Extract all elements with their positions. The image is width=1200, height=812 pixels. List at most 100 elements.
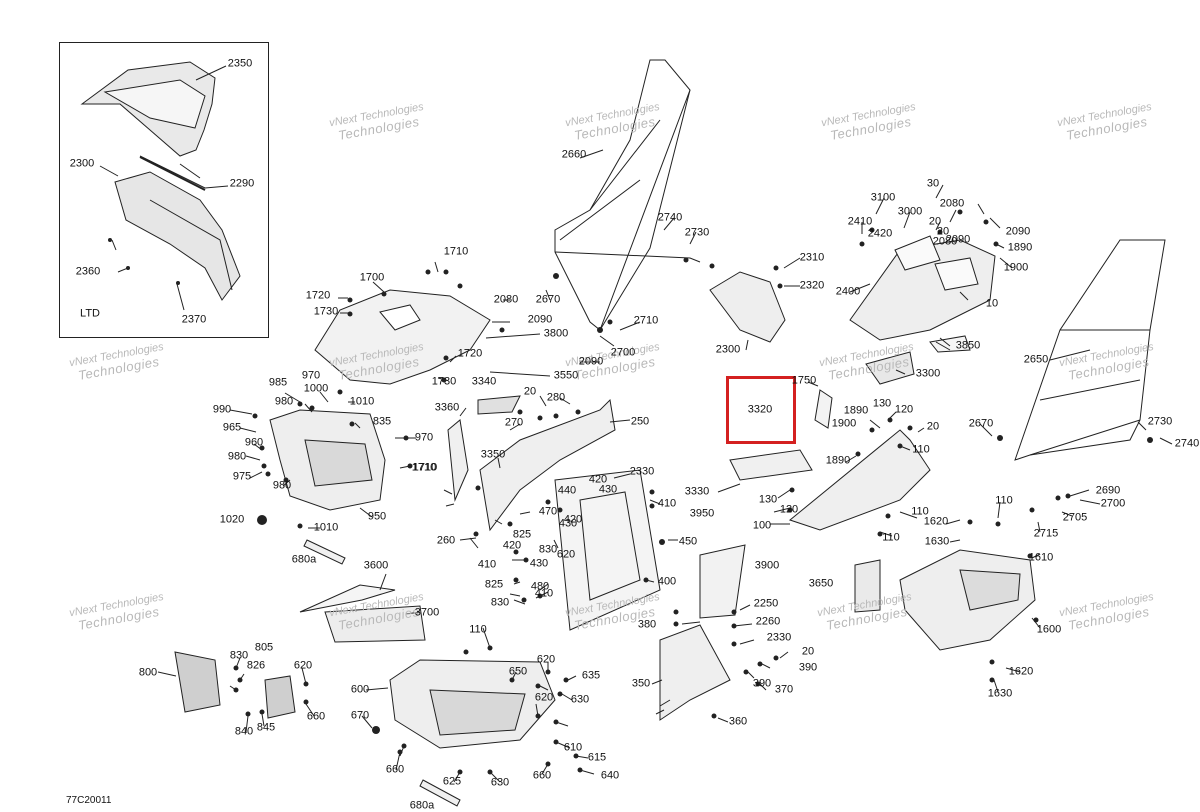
- callout-label: 2710: [633, 314, 659, 327]
- callout-label: 950: [367, 510, 387, 523]
- callout-label: 805: [254, 641, 274, 654]
- callout-label: 2090: [945, 233, 971, 246]
- callout-label: 410: [477, 558, 497, 571]
- callout-label: 620: [293, 659, 313, 672]
- callout-label: 120: [894, 403, 914, 416]
- callout-label: 1630: [987, 687, 1013, 700]
- callout-label: 630: [490, 776, 510, 789]
- callout-label: 680a: [291, 553, 317, 566]
- callout-label: 3340: [471, 375, 497, 388]
- callout-label: 660: [532, 769, 552, 782]
- callout-label: 3330: [684, 485, 710, 498]
- callout-label: 2080: [932, 235, 958, 248]
- right-side-panel-drawing: [788, 429, 931, 531]
- callout-label: 380: [637, 618, 657, 631]
- callout-label: 965: [222, 421, 242, 434]
- callout-label: 2350: [227, 57, 253, 70]
- callout-label: 2670: [535, 293, 561, 306]
- callout-label: 980: [227, 450, 247, 463]
- callout-label: 2090: [578, 355, 604, 368]
- callout-label: 2310: [799, 251, 825, 264]
- callout-label: 350: [631, 677, 651, 690]
- front-rack-drawing: [314, 289, 491, 385]
- callout-label: 635: [581, 669, 601, 682]
- callout-label: 3000: [897, 205, 923, 218]
- callout-label: 2650: [1023, 353, 1049, 366]
- callout-label: 3300: [915, 367, 941, 380]
- callout-label: 990: [212, 403, 232, 416]
- callout-label: 2090: [1005, 225, 1031, 238]
- callout-label: 1000: [303, 382, 329, 395]
- callout-label: 20: [926, 420, 940, 433]
- callout-label: 830: [490, 596, 510, 609]
- callout-label: 3900: [754, 559, 780, 572]
- callout-label: 2320: [799, 279, 825, 292]
- callout-label: 2730: [1147, 415, 1173, 428]
- callout-label: 120: [779, 503, 799, 516]
- callout-label: 430: [558, 517, 578, 530]
- callout-label: 1620: [923, 515, 949, 528]
- callout-label: 390: [798, 661, 818, 674]
- callout-label: 2715: [1033, 527, 1059, 540]
- callout-label: 430: [598, 483, 618, 496]
- callout-label: 3700: [414, 606, 440, 619]
- callout-label: 840: [234, 725, 254, 738]
- callout-label: 1620: [1008, 665, 1034, 678]
- callout-label: 2730: [684, 226, 710, 239]
- callout-label: 1890: [1007, 241, 1033, 254]
- callout-label: 620: [536, 653, 556, 666]
- callout-label: 250: [630, 415, 650, 428]
- callout-label: 470: [538, 505, 558, 518]
- callout-label: 1710: [443, 245, 469, 258]
- callout-label: 280: [546, 391, 566, 404]
- callout-label: 430: [529, 557, 549, 570]
- callout-label: 630: [570, 693, 590, 706]
- callout-label: 1710: [411, 461, 437, 474]
- callout-label: 660: [306, 710, 326, 723]
- callout-label: 1750: [791, 374, 817, 387]
- callout-label: 2330: [766, 631, 792, 644]
- callout-label: 2705: [1062, 511, 1088, 524]
- callout-label: 110: [911, 505, 929, 518]
- callout-label: 2670: [968, 417, 994, 430]
- callout-label: 1600: [1036, 623, 1062, 636]
- callout-label: 2370: [181, 313, 207, 326]
- callout-label: LTD: [80, 307, 100, 320]
- callout-label: 420: [502, 539, 522, 552]
- callout-label: 110: [912, 443, 930, 456]
- callout-label: 110: [995, 494, 1013, 507]
- callout-label: 830: [538, 543, 558, 556]
- callout-label: 1020: [219, 513, 245, 526]
- callout-label: 130: [758, 493, 778, 506]
- callout-label: 3800: [543, 327, 569, 340]
- callout-label: 825: [512, 528, 532, 541]
- callout-label: 270: [504, 416, 524, 429]
- callout-label: 3550: [553, 369, 579, 382]
- callout-label: 2400: [835, 285, 861, 298]
- callout-label: 2360: [75, 265, 101, 278]
- side-panel-drawing: [479, 398, 616, 532]
- callout-label: 3360: [434, 401, 460, 414]
- callout-label: 980: [272, 479, 292, 492]
- callout-label: 20: [801, 645, 815, 658]
- callout-label: 110: [469, 623, 487, 636]
- callout-label: 1720: [457, 347, 483, 360]
- callout-label: 625: [442, 775, 462, 788]
- callout-label: 825: [484, 578, 504, 591]
- callout-label: 420: [563, 513, 583, 526]
- callout-label: 1720: [305, 289, 331, 302]
- callout-label: 2740: [657, 211, 683, 224]
- callout-label: 20: [928, 215, 942, 228]
- callout-label: 440: [557, 484, 577, 497]
- callout-label: 680a: [409, 799, 435, 812]
- callout-label: 20: [936, 225, 950, 238]
- callout-label: 980: [274, 395, 294, 408]
- callout-label: 130: [872, 397, 892, 410]
- callout-label: 650: [508, 665, 528, 678]
- callout-label: 2300: [69, 157, 95, 170]
- callout-label: 420: [588, 473, 608, 486]
- drawing-code: 77C20011: [66, 795, 112, 806]
- callout-label: 410: [657, 497, 677, 510]
- callout-label: 2080: [939, 197, 965, 210]
